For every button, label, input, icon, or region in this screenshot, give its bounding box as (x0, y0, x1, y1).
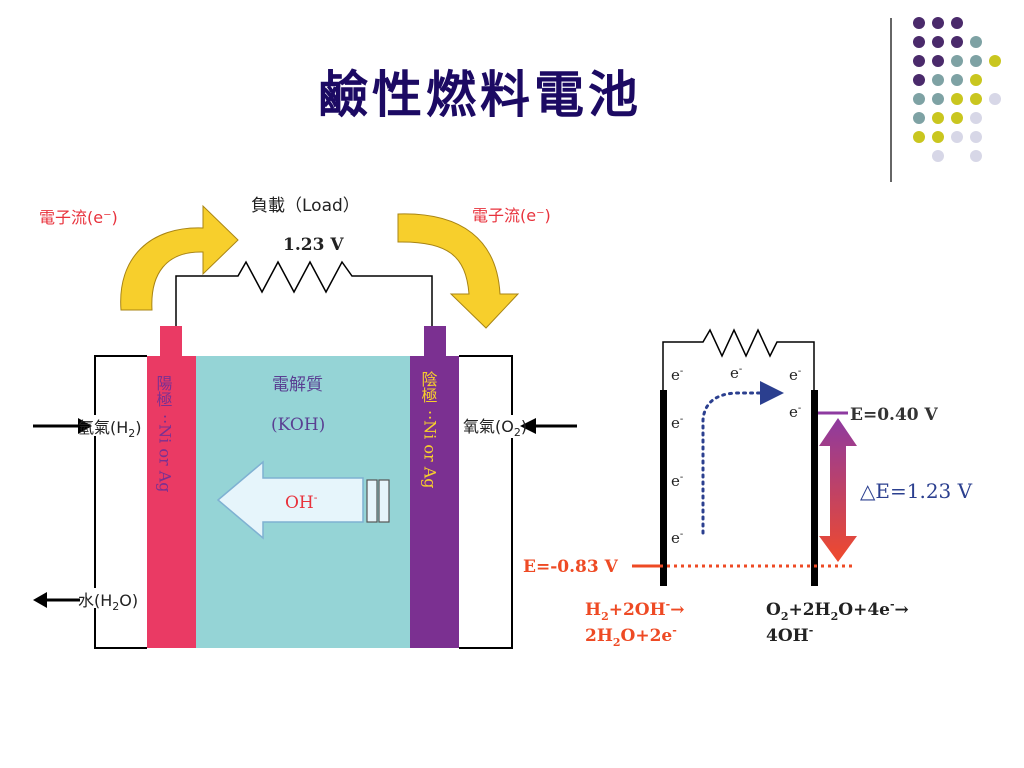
delta-e-arrow (819, 418, 857, 562)
hydrogen-inlet (33, 418, 92, 434)
load-resistor-wire (175, 260, 433, 326)
cathode-bar (811, 390, 818, 586)
slide-title: 鹼性燃料電池 (318, 66, 642, 124)
hydrogen-label: 氫氣(H2) (78, 418, 142, 440)
load-label: 負載（Load） (251, 196, 360, 216)
electron-label: e- (671, 529, 683, 547)
electron-flow-label-right: 電子流(e⁻) (472, 206, 551, 225)
electron-label: e- (671, 472, 683, 490)
electron-label: e- (730, 364, 742, 382)
ion-arrow-tail-bar (366, 479, 378, 523)
anode-reaction-line1: H2+2OH-→ (585, 598, 685, 623)
electrolyte-label: 電解質 (272, 375, 323, 395)
electron-label: e- (789, 403, 801, 421)
electron-labels: e- e- e- e- e- e- e- (671, 364, 801, 547)
cathode-potential-label: E=0.40 V (850, 405, 939, 425)
cathode-material: ··Ni or Ag (421, 410, 440, 489)
anode-potential-label: E=-0.83 V (523, 557, 619, 577)
cathode-terminal (424, 326, 446, 358)
electron-label: e- (671, 366, 683, 384)
ion-arrow-tail-bar (378, 479, 390, 523)
anode-bar (660, 390, 667, 586)
anode-terminal (160, 326, 182, 358)
cathode-electrode (410, 356, 459, 648)
oxygen-in-arrow-icon (520, 418, 536, 434)
cell-housing (94, 355, 513, 649)
decorative-dot-grid (913, 17, 1001, 162)
anode-reaction-line2: 2H2O+2e- (585, 624, 677, 649)
oxygen-label: 氧氣(O2) (463, 417, 527, 439)
electron-label: e- (789, 366, 801, 384)
electron-path-arrow (701, 381, 784, 535)
electron-flow-label-left: 電子流(e⁻) (39, 208, 118, 227)
water-label: 水(H2O) (78, 591, 138, 613)
cathode-reaction-line1: O2+2H2O+4e-→ (766, 598, 909, 623)
electron-label: e- (671, 414, 683, 432)
electron-flow-arrow-right (397, 213, 520, 329)
anode-electrode (147, 356, 196, 648)
electron-flow-arrow-left (120, 204, 239, 311)
cathode-name: 陰極 (419, 371, 438, 403)
oxygen-inlet (520, 418, 577, 434)
cathode-reaction-line2: 4OH- (766, 624, 813, 646)
water-out-arrow-icon (33, 592, 47, 608)
anode-name: 陽極 (154, 375, 173, 407)
electrolyte-formula: (KOH) (271, 415, 325, 435)
water-outlet (33, 592, 80, 608)
load-voltage: 1.23 V (283, 235, 344, 255)
energy-circuit-wire (662, 328, 815, 390)
delta-e-label: △E=1.23 V (860, 479, 973, 503)
hydroxide-ion-arrow (216, 460, 364, 540)
hydroxide-ion-label: OH- (285, 491, 318, 513)
hydrogen-in-arrow-icon (78, 418, 92, 434)
anode-material: ··Ni or Ag (156, 414, 175, 493)
